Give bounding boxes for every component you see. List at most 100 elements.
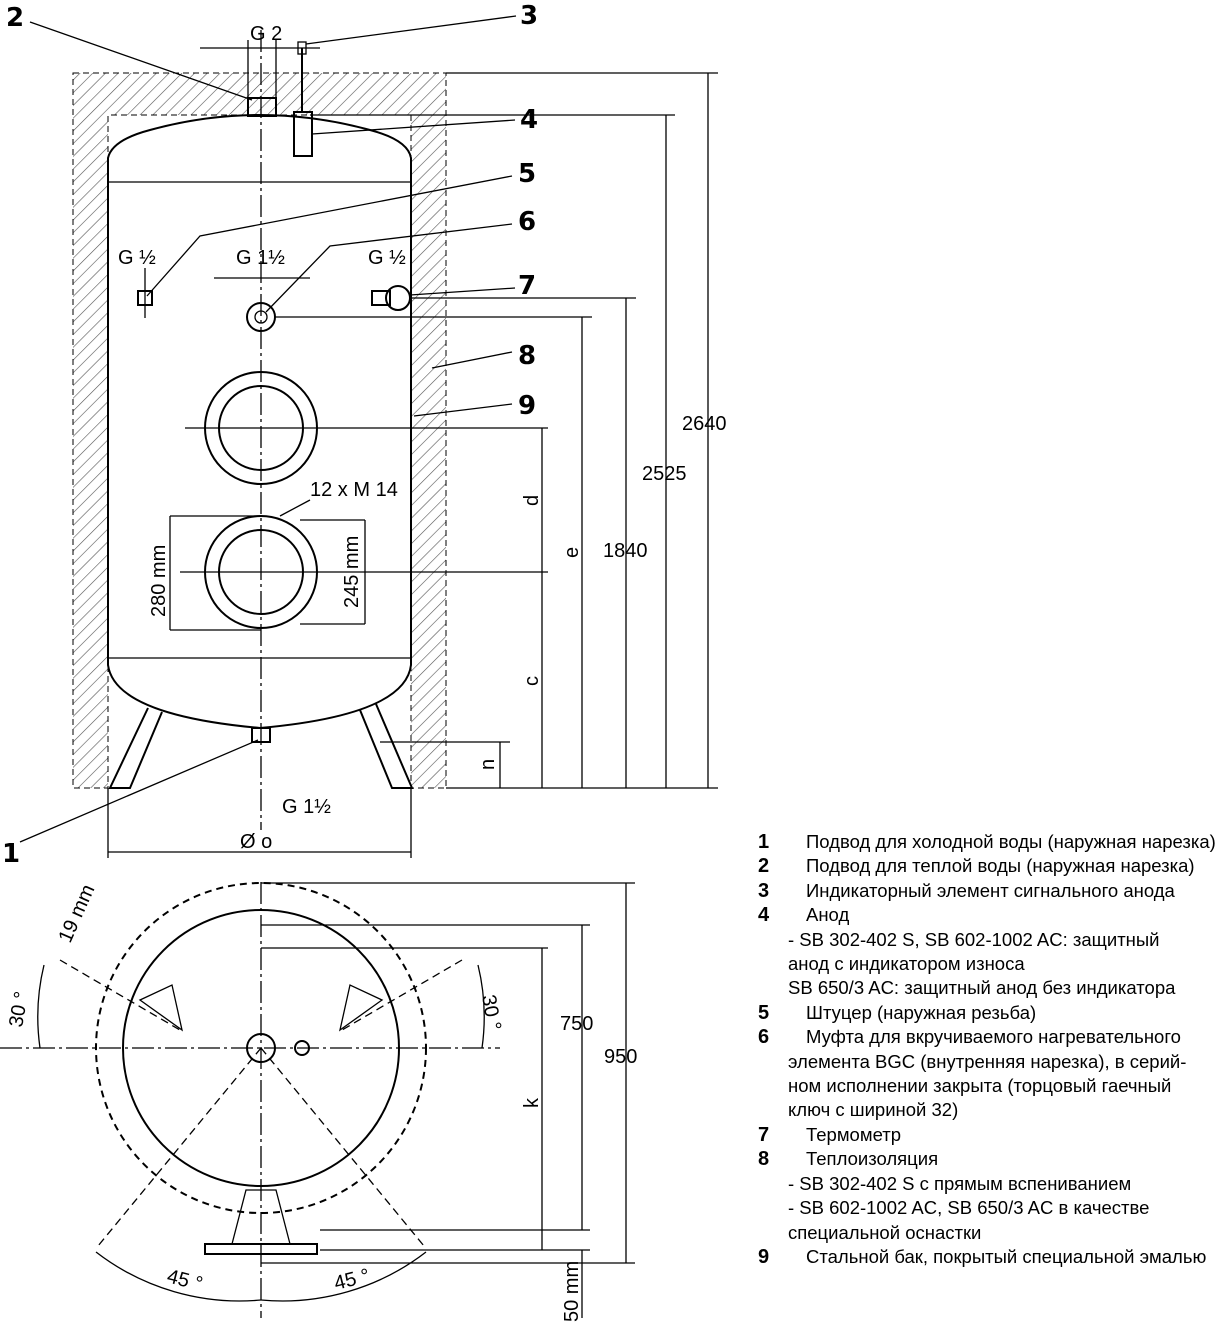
callout-6: 6 bbox=[518, 207, 536, 237]
legend-text: Штуцер (наружная резьба) bbox=[806, 1001, 1037, 1023]
legend-text: - SB 302-402 S с прямым вспениванием bbox=[788, 1172, 1132, 1194]
legend-text: Подвод для холодной воды (наружная нарез… bbox=[806, 831, 1216, 852]
callout-4: 4 bbox=[520, 105, 538, 135]
tank-body bbox=[107, 114, 412, 730]
label-e: e bbox=[561, 547, 583, 558]
callout-9: 9 bbox=[518, 391, 536, 421]
legend-text: - SB 602-1002 AC, SB 650/3 AC в качестве bbox=[788, 1197, 1150, 1219]
insulation-outline-top bbox=[95, 882, 427, 1214]
legend-text: ном исполнении закрыта (торцовый гаечный bbox=[788, 1075, 1172, 1097]
callout-8: 8 bbox=[518, 341, 536, 371]
label-g-half-right: G ½ bbox=[368, 247, 406, 269]
right-leg bbox=[359, 703, 414, 789]
legend: 1 Подвод для холодной воды (наружная наре… bbox=[758, 830, 1228, 1269]
legend-number bbox=[758, 1050, 788, 1074]
legend-text: Подвод для теплой воды (наружная нарезка… bbox=[806, 855, 1195, 877]
left-leg bbox=[108, 707, 163, 789]
legend-number: 9 bbox=[758, 1245, 770, 1268]
hot-water-outlet bbox=[247, 97, 277, 117]
legend-item: - SB 302-402 S с прямым вспениванием bbox=[758, 1172, 1228, 1196]
upper-flange bbox=[185, 371, 337, 485]
label-angle45-right: 45 ° bbox=[332, 1265, 372, 1295]
label-k: k bbox=[521, 1097, 543, 1108]
legend-text: элемента BGC (внутренняя нарезка), в сер… bbox=[788, 1050, 1187, 1072]
legend-text: специальной оснастки bbox=[788, 1221, 982, 1243]
label-g-1half-bottom: G 1½ bbox=[282, 796, 331, 818]
label-g-half-left: G ½ bbox=[118, 247, 156, 269]
legend-number bbox=[758, 1172, 788, 1196]
dim-2525: 2525 bbox=[642, 463, 687, 485]
thermometer bbox=[371, 285, 411, 311]
legend-number: 3 bbox=[758, 879, 770, 902]
label-50mm: 50 mm bbox=[561, 1261, 583, 1322]
legend-text: Муфта для вкручиваемого нагревательного bbox=[806, 1026, 1181, 1048]
legend-item: 6 Муфта для вкручиваемого нагревательного bbox=[758, 1025, 1228, 1049]
insulation-jacket bbox=[72, 72, 447, 789]
legend-item: специальной оснастки bbox=[758, 1221, 1228, 1245]
legend-number bbox=[758, 1221, 788, 1245]
legend-item: 5 Штуцер (наружная резьба) bbox=[758, 1001, 1228, 1025]
dim-950: 950 bbox=[604, 1046, 637, 1068]
label-19mm: 19 mm bbox=[54, 881, 99, 946]
legend-number bbox=[758, 1098, 788, 1122]
callout-2: 2 bbox=[6, 3, 24, 33]
legend-number: 8 bbox=[758, 1148, 770, 1171]
label-g-1half-mid: G 1½ bbox=[236, 247, 285, 269]
legend-item: 9 Стальной бак, покрытый специальной эмал… bbox=[758, 1245, 1228, 1269]
legend-item: 4 Анод bbox=[758, 903, 1228, 927]
legend-number bbox=[758, 1074, 788, 1098]
foot-plate-top bbox=[204, 1243, 318, 1255]
legend-item: элемента BGC (внутренняя нарезка), в сер… bbox=[758, 1050, 1228, 1074]
legend-text: Анод bbox=[806, 904, 850, 926]
label-245mm: 245 mm bbox=[341, 536, 363, 608]
cold-water-inlet bbox=[251, 727, 271, 743]
legend-item: анод с индикатором износа bbox=[758, 952, 1228, 976]
nozzle-5 bbox=[137, 268, 153, 318]
legend-number bbox=[758, 928, 788, 952]
label-n: n bbox=[477, 759, 499, 770]
legend-number bbox=[758, 976, 788, 1000]
legend-text: Стальной бак, покрытый специальной эмаль… bbox=[806, 1245, 1207, 1267]
legend-number: 1 bbox=[758, 831, 770, 853]
legend-item: ключ с шириной 32) bbox=[758, 1098, 1228, 1122]
dim-2640: 2640 bbox=[682, 413, 727, 435]
legend-number: 2 bbox=[758, 855, 770, 878]
label-angle30-left: 30 ° bbox=[5, 990, 33, 1029]
legend-item: 2 Подвод для теплой воды (наружная нарезк… bbox=[758, 854, 1228, 878]
callout-3: 3 bbox=[520, 1, 538, 31]
legend-text: анод с индикатором износа bbox=[788, 953, 1025, 975]
label-g2: G 2 bbox=[250, 23, 282, 45]
legend-item: - SB 302-402 S, SB 602-1002 AC: защитный bbox=[758, 928, 1228, 952]
label-angle30-right: 30 ° bbox=[477, 993, 505, 1032]
heating-socket-top bbox=[246, 1033, 276, 1063]
callout-7: 7 bbox=[518, 271, 536, 301]
legend-item: SB 650/3 AC: защитный анод без индикатор… bbox=[758, 976, 1228, 1000]
dim-1840: 1840 bbox=[603, 540, 648, 562]
legend-text: - SB 302-402 S, SB 602-1002 AC: защитный bbox=[788, 928, 1160, 950]
label-280mm: 280 mm bbox=[148, 545, 170, 617]
legend-number: 4 bbox=[758, 904, 770, 927]
legend-text: ключ с шириной 32) bbox=[788, 1099, 959, 1121]
label-c: c bbox=[521, 676, 543, 686]
legend-text: Термометр bbox=[806, 1123, 902, 1145]
legend-item: ном исполнении закрыта (торцовый гаечный bbox=[758, 1074, 1228, 1098]
callout-1: 1 bbox=[2, 839, 20, 869]
callout-5: 5 bbox=[518, 159, 536, 189]
legend-text: Индикаторный элемент сигнального анода bbox=[806, 879, 1175, 901]
legend-text: Теплоизоляция bbox=[806, 1148, 939, 1170]
legend-item: 7 Термометр bbox=[758, 1123, 1228, 1147]
legend-item: - SB 602-1002 AC, SB 650/3 AC в качестве bbox=[758, 1196, 1228, 1220]
legend-number: 7 bbox=[758, 1123, 770, 1146]
legend-number: 6 bbox=[758, 1026, 770, 1049]
label-diameter: Ø o bbox=[240, 831, 272, 853]
legend-text: SB 650/3 AC: защитный анод без индикатор… bbox=[788, 977, 1176, 999]
legend-item: 1 Подвод для холодной воды (наружная наре… bbox=[758, 830, 1228, 854]
legend-number bbox=[758, 952, 788, 976]
label-bolts: 12 x M 14 bbox=[310, 479, 398, 501]
legend-number bbox=[758, 1196, 788, 1220]
legend-number: 5 bbox=[758, 1001, 770, 1024]
label-d: d bbox=[521, 495, 543, 506]
dim-750: 750 bbox=[560, 1013, 593, 1035]
legend-item: 8 Теплоизоляция bbox=[758, 1147, 1228, 1171]
